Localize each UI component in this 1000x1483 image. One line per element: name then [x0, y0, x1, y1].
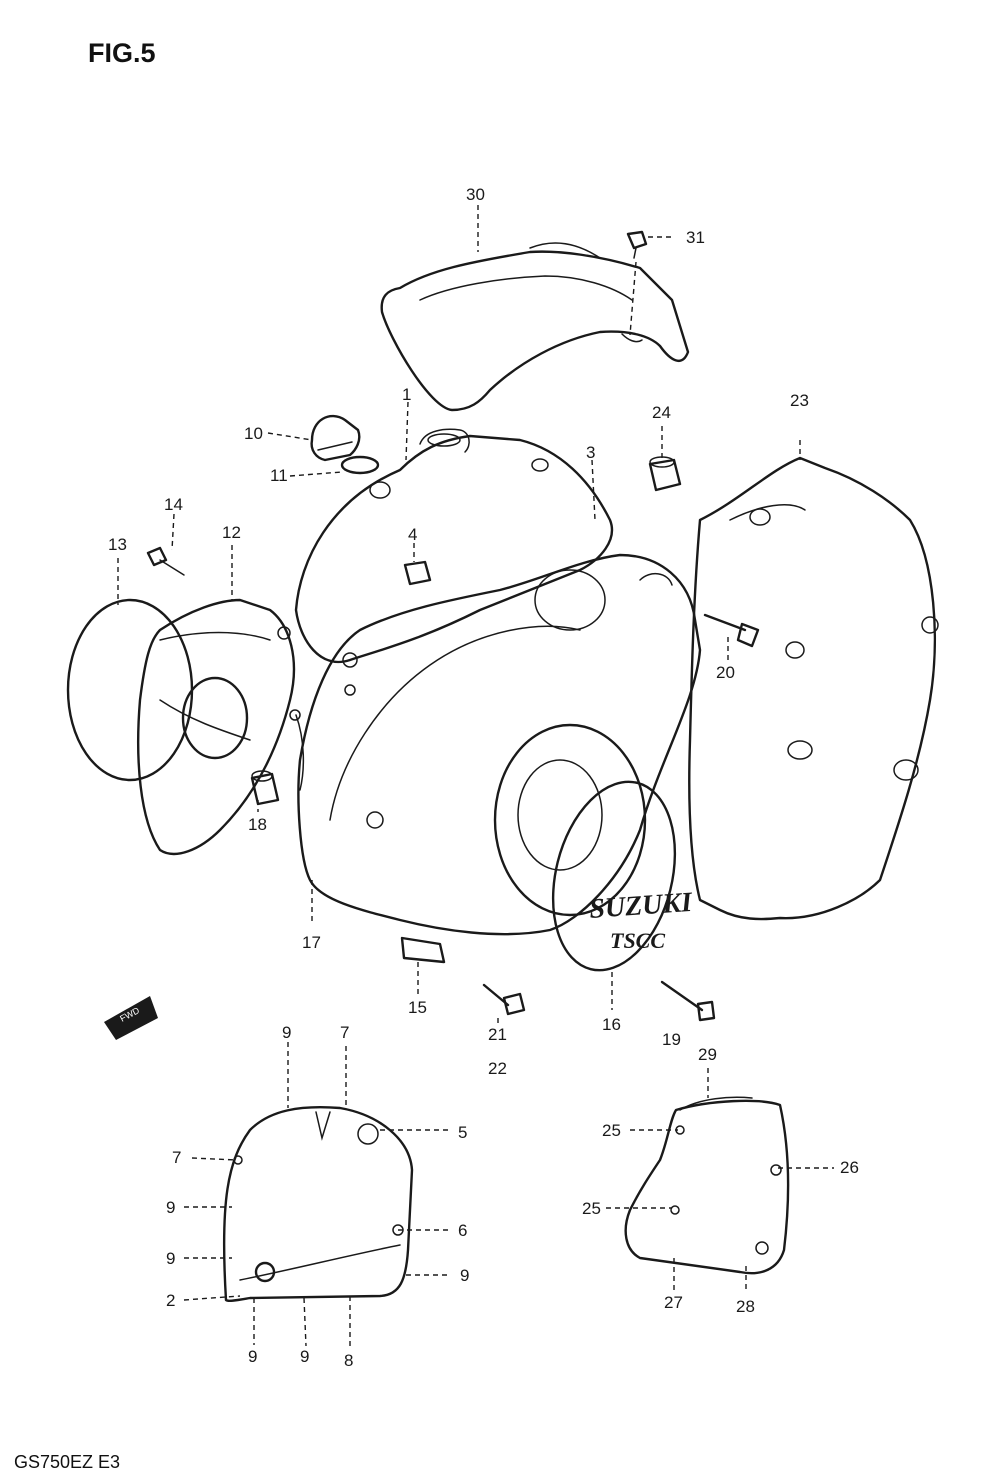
callout-7-left: 7 [172, 1148, 181, 1167]
fwd-arrow: FWD [104, 996, 158, 1040]
dowel-18 [250, 770, 280, 806]
figure-title: FIG.5 [88, 38, 156, 68]
callout-10: 10 [244, 424, 263, 443]
callout-17: 17 [302, 933, 321, 952]
o-ring-11 [340, 455, 380, 475]
callout-25-bottom: 25 [582, 1199, 601, 1218]
clutch-cover-17 [289, 553, 702, 936]
dowel-15 [400, 936, 446, 964]
callout-1: 1 [402, 385, 411, 404]
callout-29: 29 [698, 1045, 717, 1064]
callout-23: 23 [790, 391, 809, 410]
tscc-badge: TSCC [610, 928, 665, 953]
callout-26: 26 [840, 1158, 859, 1177]
cover-13 [66, 598, 194, 782]
suzuki-logo: SUZUKI [588, 887, 694, 925]
crankcase-cover-23 [688, 456, 939, 921]
leader-lines [117, 205, 834, 1348]
callout-27: 27 [664, 1293, 683, 1312]
callout-9-left-2: 9 [166, 1249, 175, 1268]
callout-24: 24 [652, 403, 671, 422]
callout-numbers: 30 31 1 10 11 3 24 23 14 12 13 4 20 18 1… [108, 185, 859, 1370]
callout-9-bottom-2: 9 [300, 1347, 309, 1366]
callout-28: 28 [736, 1297, 755, 1316]
callout-4: 4 [408, 525, 417, 544]
generator-cover-gasket [624, 1096, 790, 1275]
callout-21: 21 [488, 1025, 507, 1044]
callout-3: 3 [586, 443, 595, 462]
callout-9-right: 9 [460, 1266, 469, 1285]
callout-11: 11 [270, 466, 288, 485]
callout-18: 18 [248, 815, 267, 834]
dowel-24 [648, 456, 682, 492]
callout-19: 19 [662, 1030, 681, 1049]
callout-16: 16 [602, 1015, 621, 1034]
callout-8: 8 [344, 1351, 353, 1370]
callout-22: 22 [488, 1059, 507, 1078]
callout-15: 15 [408, 998, 427, 1017]
callout-12: 12 [222, 523, 241, 542]
callout-25-top: 25 [602, 1121, 621, 1140]
clutch-cover-gasket [222, 1106, 414, 1303]
callout-9-left-1: 9 [166, 1198, 175, 1217]
badge-cover-16: SUZUKI TSCC [551, 780, 694, 972]
cover-gasket-1 [294, 428, 613, 664]
bolt-14 [146, 546, 185, 576]
bolt-31 [626, 230, 648, 259]
callout-20: 20 [716, 663, 735, 682]
callout-7-top: 7 [340, 1023, 349, 1042]
callout-31: 31 [686, 228, 705, 247]
oil-filler-cap-10 [310, 414, 361, 462]
callout-9-top: 9 [282, 1023, 291, 1042]
callout-14: 14 [164, 495, 183, 514]
dowel-4 [403, 560, 432, 586]
callout-5: 5 [458, 1123, 467, 1142]
bolt-19 [660, 980, 716, 1022]
bolt-21 [482, 983, 526, 1016]
callout-6: 6 [458, 1221, 467, 1240]
generator-cover-12 [136, 598, 296, 856]
callout-30: 30 [466, 185, 485, 204]
cover-plate-30 [380, 242, 690, 412]
bolt-20 [703, 613, 760, 648]
callout-9-bottom-1: 9 [248, 1347, 257, 1366]
model-code: GS750EZ E3 [14, 1452, 120, 1472]
callout-13: 13 [108, 535, 127, 554]
callout-2: 2 [166, 1291, 175, 1310]
